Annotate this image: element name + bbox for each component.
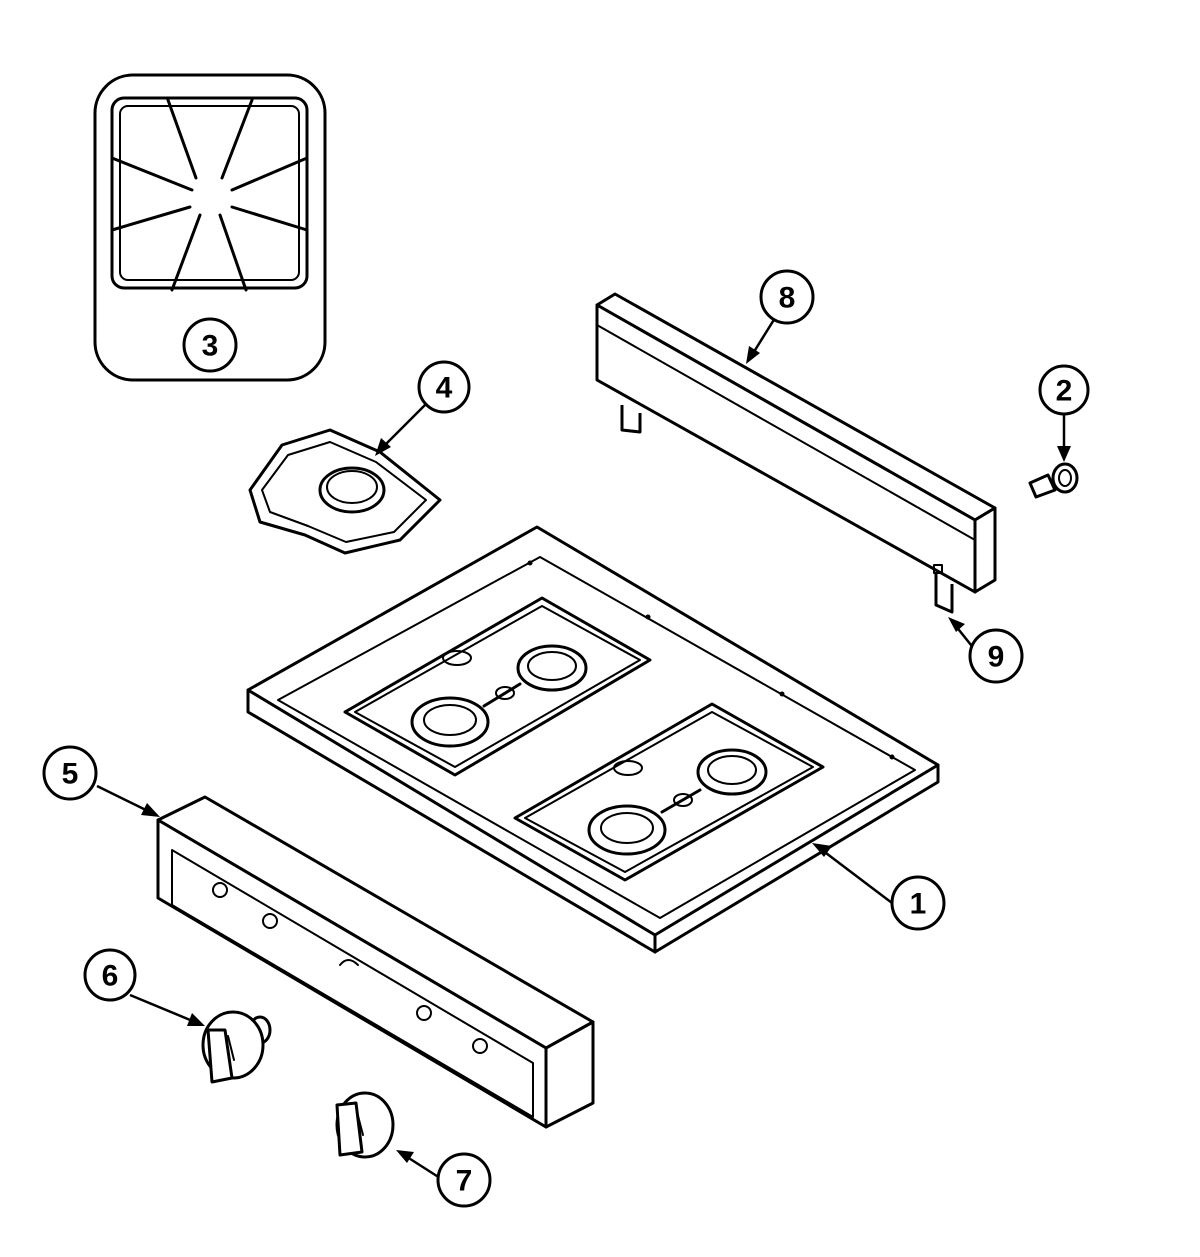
backguard-part [595, 292, 997, 614]
control-knob-part [201, 1010, 272, 1084]
callout-6: 6 [83, 948, 137, 1002]
callout-label-6: 6 [102, 960, 119, 993]
callout-4: 4 [417, 360, 471, 414]
callout-label-2: 2 [1056, 375, 1073, 408]
callout-7: 7 [436, 1152, 492, 1208]
callout-label-1: 1 [910, 888, 927, 921]
callout-label-8: 8 [779, 282, 796, 315]
callout-label-4: 4 [436, 372, 453, 405]
burner-knob-part [335, 1091, 395, 1159]
bumper-plug-part [1028, 462, 1079, 499]
drip-pan-part [248, 428, 442, 555]
control-panel-part [156, 795, 595, 1129]
callout-label-5: 5 [62, 758, 79, 791]
callout-label-7: 7 [456, 1165, 473, 1198]
cooktop-part [246, 525, 940, 954]
callout-8: 8 [759, 269, 815, 325]
callout-1: 1 [890, 875, 946, 931]
callout-3: 3 [182, 317, 238, 373]
callout-label-9: 9 [988, 641, 1005, 674]
callout-2: 2 [1038, 364, 1090, 416]
callout-9: 9 [968, 628, 1024, 684]
callout-label-3: 3 [202, 330, 219, 363]
callout-5: 5 [42, 745, 98, 801]
burner-grate-part [93, 73, 327, 382]
leaders [96, 317, 1071, 1180]
